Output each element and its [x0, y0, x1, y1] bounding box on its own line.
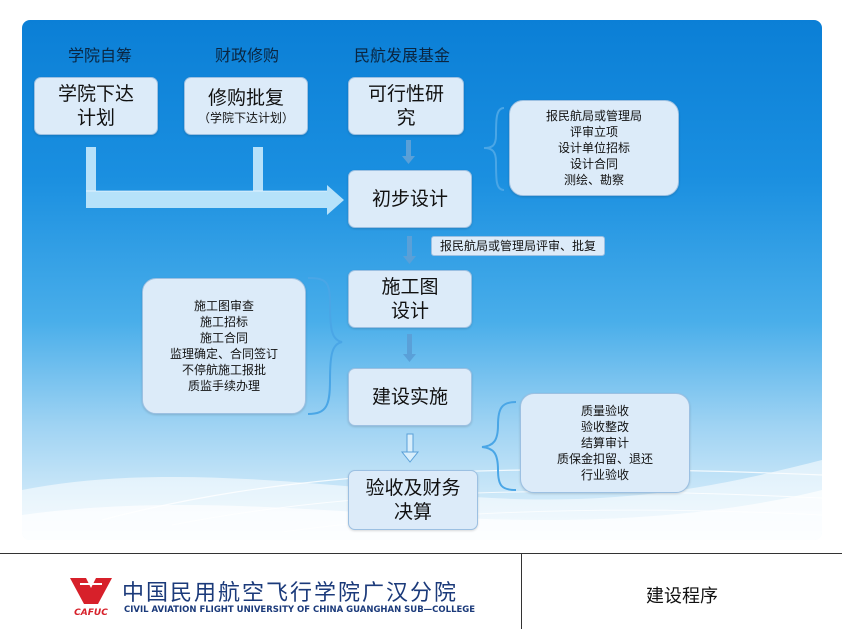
drawing-note-5: 不停航施工报批: [181, 363, 266, 377]
feasibility-study-box: 可行性研 究: [348, 77, 464, 135]
preliminary-design-label: 初步设计: [371, 188, 448, 210]
cafuc-logo-icon: CAFUC: [70, 578, 112, 618]
review-approval-tag: 报民航局或管理局评审、批复: [431, 236, 606, 256]
drawing-note-3: 施工合同: [199, 331, 248, 345]
logo-mark-text: CAFUC: [74, 608, 108, 618]
purchase-approval-note: （学院下达计划）: [197, 111, 294, 125]
acceptance-note-1: 质量验收: [580, 404, 629, 418]
construction-drawing-label: 施工图 设计: [381, 276, 439, 322]
source-college-label: 学院自筹: [67, 46, 132, 65]
construction-drawing-box: 施工图 设计: [348, 270, 472, 328]
slide-canvas: 学院自筹 财政修购 民航发展基金 学院下达 计划 修购批复 （学院下达计划） 可…: [22, 20, 822, 540]
feasibility-note-4: 设计合同: [569, 157, 618, 171]
acceptance-box: 验收及财务 决算: [348, 470, 478, 530]
drawing-note-1: 施工图审查: [193, 299, 254, 313]
preliminary-design-box: 初步设计: [348, 170, 472, 228]
feasibility-notes-box: 报民航局或管理局 评审立项 设计单位招标 设计合同 测绘、勘察: [509, 100, 679, 196]
feasibility-note-2: 评审立项: [569, 125, 618, 139]
college-plan-label: 学院下达 计划: [57, 83, 134, 129]
source-finance-label: 财政修购: [214, 46, 279, 65]
school-name-en: CIVIL AVIATION FLIGHT UNIVERSITY OF CHIN…: [124, 605, 476, 615]
feasibility-note-1: 报民航局或管理局: [545, 109, 642, 123]
purchase-approval-label: 修购批复: [207, 87, 284, 109]
footer-rule: [0, 553, 842, 554]
drawing-note-4: 监理确定、合同签订: [169, 347, 278, 361]
acceptance-note-5: 行业验收: [580, 468, 629, 482]
acceptance-notes-box: 质量验收 验收整改 结算审计 质保金扣留、退还 行业验收: [520, 393, 690, 493]
school-name-cn: 中国民用航空飞行学院广汉分院: [122, 581, 459, 606]
acceptance-label: 验收及财务 决算: [365, 477, 461, 523]
page-title: 建设程序: [646, 586, 718, 607]
college-plan-box: 学院下达 计划: [34, 77, 158, 135]
implementation-box: 建设实施: [348, 368, 472, 426]
acceptance-note-3: 结算审计: [580, 436, 629, 450]
footer-divider: [521, 553, 522, 629]
feasibility-study-label: 可行性研 究: [367, 83, 444, 129]
drawing-note-6: 质监手续办理: [187, 379, 260, 393]
acceptance-note-2: 验收整改: [580, 420, 629, 434]
drawing-note-2: 施工招标: [199, 315, 248, 329]
feasibility-note-3: 设计单位招标: [557, 141, 630, 155]
purchase-approval-box: 修购批复 （学院下达计划）: [184, 77, 308, 135]
acceptance-note-4: 质保金扣留、退还: [556, 452, 653, 466]
feasibility-note-5: 测绘、勘察: [563, 173, 624, 187]
drawing-notes-box: 施工图审查 施工招标 施工合同 监理确定、合同签订 不停航施工报批 质监手续办理: [142, 278, 306, 414]
source-fund-label: 民航发展基金: [353, 46, 450, 65]
implementation-label: 建设实施: [371, 386, 448, 408]
